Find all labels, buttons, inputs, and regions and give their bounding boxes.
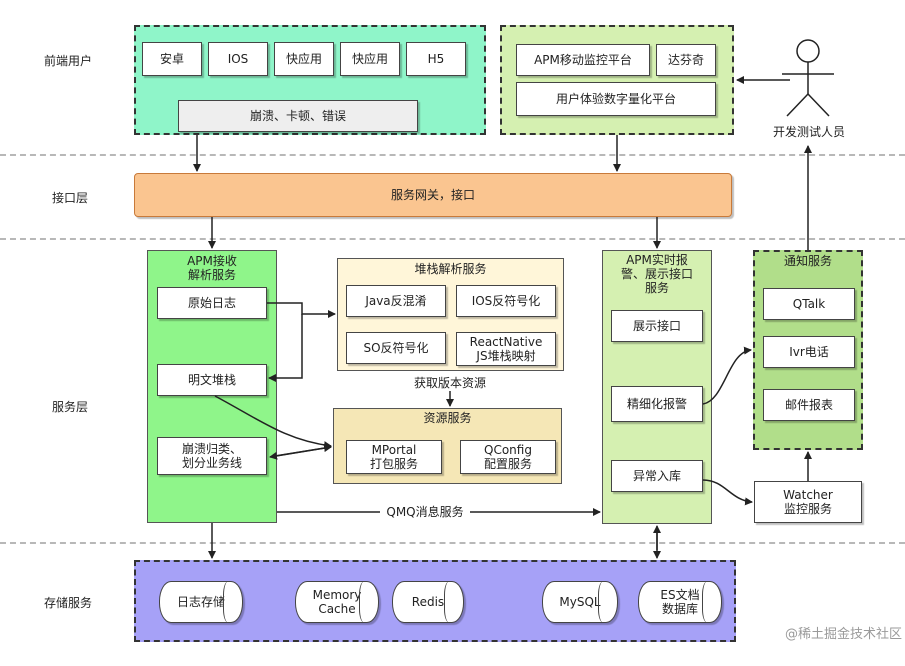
ivr-phone: Ivr电话: [763, 336, 855, 368]
es-database: ES文档 数据库: [638, 581, 722, 623]
ios-desymbolize: IOS反符号化: [456, 285, 556, 317]
developer-label: 开发测试人员: [772, 125, 845, 139]
qconfig-service: QConfig 配置服务: [460, 440, 556, 474]
client-h5: H5: [406, 42, 466, 76]
mysql: MySQL: [542, 581, 618, 623]
frontend-issues: 崩溃、卡顿、错误: [178, 100, 418, 132]
layer-label-frontend: 前端用户: [44, 54, 93, 68]
redis: Redis: [392, 581, 464, 623]
watermark: @稀土掘金技术社区: [784, 627, 902, 642]
layer-separator-1: [0, 154, 905, 156]
layer-separator-2: [0, 238, 905, 240]
service-gateway: 服务网关，接口: [134, 173, 732, 217]
plain-stack: 明文堆栈: [157, 364, 267, 396]
developer-figure: [782, 39, 834, 117]
resource-service-title: 资源服务: [423, 411, 472, 425]
rn-js-stack-map: ReactNative JS堆栈映射: [456, 332, 556, 366]
qmq-label: QMQ消息服务: [380, 505, 470, 519]
ux-quantify-platform: 用户体验数字量化平台: [516, 82, 716, 116]
display-api: 展示接口: [611, 310, 703, 342]
email-report: 邮件报表: [763, 389, 855, 421]
notify-service-title: 通知服务: [783, 254, 832, 268]
layer-separator-3: [0, 542, 905, 544]
java-deobfuscate: Java反混淆: [346, 285, 446, 317]
client-quickapp-2: 快应用: [340, 42, 400, 76]
mportal-pack-service: MPortal 打包服务: [346, 440, 442, 474]
client-android: 安卓: [142, 42, 202, 76]
platform-group: [500, 25, 734, 135]
layer-label-storage: 存储服务: [44, 596, 93, 610]
layer-label-interface: 接口层: [52, 191, 89, 205]
log-storage: 日志存储: [159, 581, 243, 623]
apm-receive-title: APM接收 解析服务: [187, 254, 237, 282]
client-ios: IOS: [208, 42, 268, 76]
dafenqi-platform: 达芬奇: [656, 44, 716, 76]
raw-log: 原始日志: [157, 287, 267, 319]
qtalk: QTalk: [763, 288, 855, 320]
so-desymbolize: SO反符号化: [346, 332, 446, 364]
client-quickapp-1: 快应用: [274, 42, 334, 76]
crash-classify: 崩溃归类、 划分业务线: [157, 437, 267, 475]
exception-storage: 异常入库: [611, 460, 703, 492]
fetch-version-label: 获取版本资源: [413, 376, 486, 390]
watcher-service: Watcher 监控服务: [754, 481, 862, 523]
fine-alarm: 精细化报警: [611, 386, 703, 422]
memory-cache: Memory Cache: [295, 581, 379, 623]
apm-realtime-title: APM实时报 警、展示接口 服务: [620, 253, 693, 295]
stack-service-title: 堆栈解析服务: [414, 262, 487, 276]
apm-monitor-platform: APM移动监控平台: [516, 44, 650, 76]
layer-label-service: 服务层: [52, 400, 89, 414]
